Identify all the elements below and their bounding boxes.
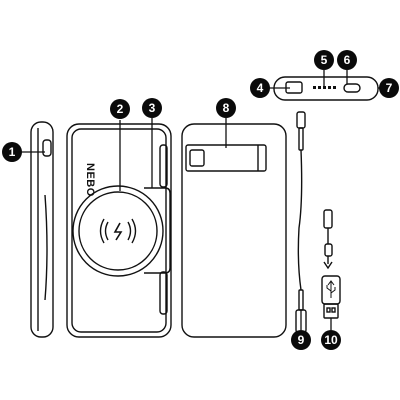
power-bank-side-view bbox=[30, 121, 54, 338]
wireless-charging-icon bbox=[99, 218, 137, 244]
brand-logo: NEBO bbox=[84, 163, 96, 197]
callout-badge-6: 6 bbox=[337, 50, 357, 70]
callout-badge-1: 1 bbox=[2, 142, 22, 162]
power-bank-back-view bbox=[181, 123, 287, 338]
wireless-charging-pad-outer bbox=[72, 185, 164, 277]
clip-slot-top bbox=[159, 144, 168, 188]
usb-c-port bbox=[343, 83, 361, 93]
callout-badge-4: 4 bbox=[250, 78, 270, 98]
fold-out-clip bbox=[144, 187, 171, 274]
svg-text:7: 7 bbox=[386, 81, 393, 95]
arrow-down-icon bbox=[323, 261, 333, 270]
usb-symbol-icon bbox=[326, 280, 336, 298]
wireless-charging-pad-inner bbox=[78, 191, 158, 271]
power-bank-front-view bbox=[66, 123, 172, 338]
callout-badge-3: 3 bbox=[142, 98, 162, 118]
usb-adapter bbox=[321, 209, 341, 319]
svg-text:8: 8 bbox=[223, 101, 230, 115]
svg-text:4: 4 bbox=[257, 81, 264, 95]
callout-badge-5: 5 bbox=[314, 50, 334, 70]
svg-text:1: 1 bbox=[9, 145, 16, 159]
kickstand bbox=[185, 144, 267, 172]
clip-slot-bottom bbox=[159, 271, 168, 315]
svg-text:5: 5 bbox=[321, 53, 328, 67]
svg-text:2: 2 bbox=[117, 102, 124, 116]
callout-badge-9: 9 bbox=[291, 330, 311, 350]
side-port bbox=[42, 139, 52, 157]
callout-badge-7: 7 bbox=[379, 78, 399, 98]
leader-lines bbox=[20, 70, 388, 330]
usb-cable bbox=[295, 111, 307, 333]
svg-text:3: 3 bbox=[149, 101, 156, 115]
callout-badge-2: 2 bbox=[110, 99, 130, 119]
svg-text:6: 6 bbox=[344, 53, 351, 67]
svg-text:9: 9 bbox=[298, 333, 305, 347]
callout-badge-10: 10 bbox=[321, 330, 341, 350]
led-indicators bbox=[313, 86, 336, 89]
svg-text:10: 10 bbox=[324, 333, 338, 347]
callout-badge-8: 8 bbox=[216, 98, 236, 118]
